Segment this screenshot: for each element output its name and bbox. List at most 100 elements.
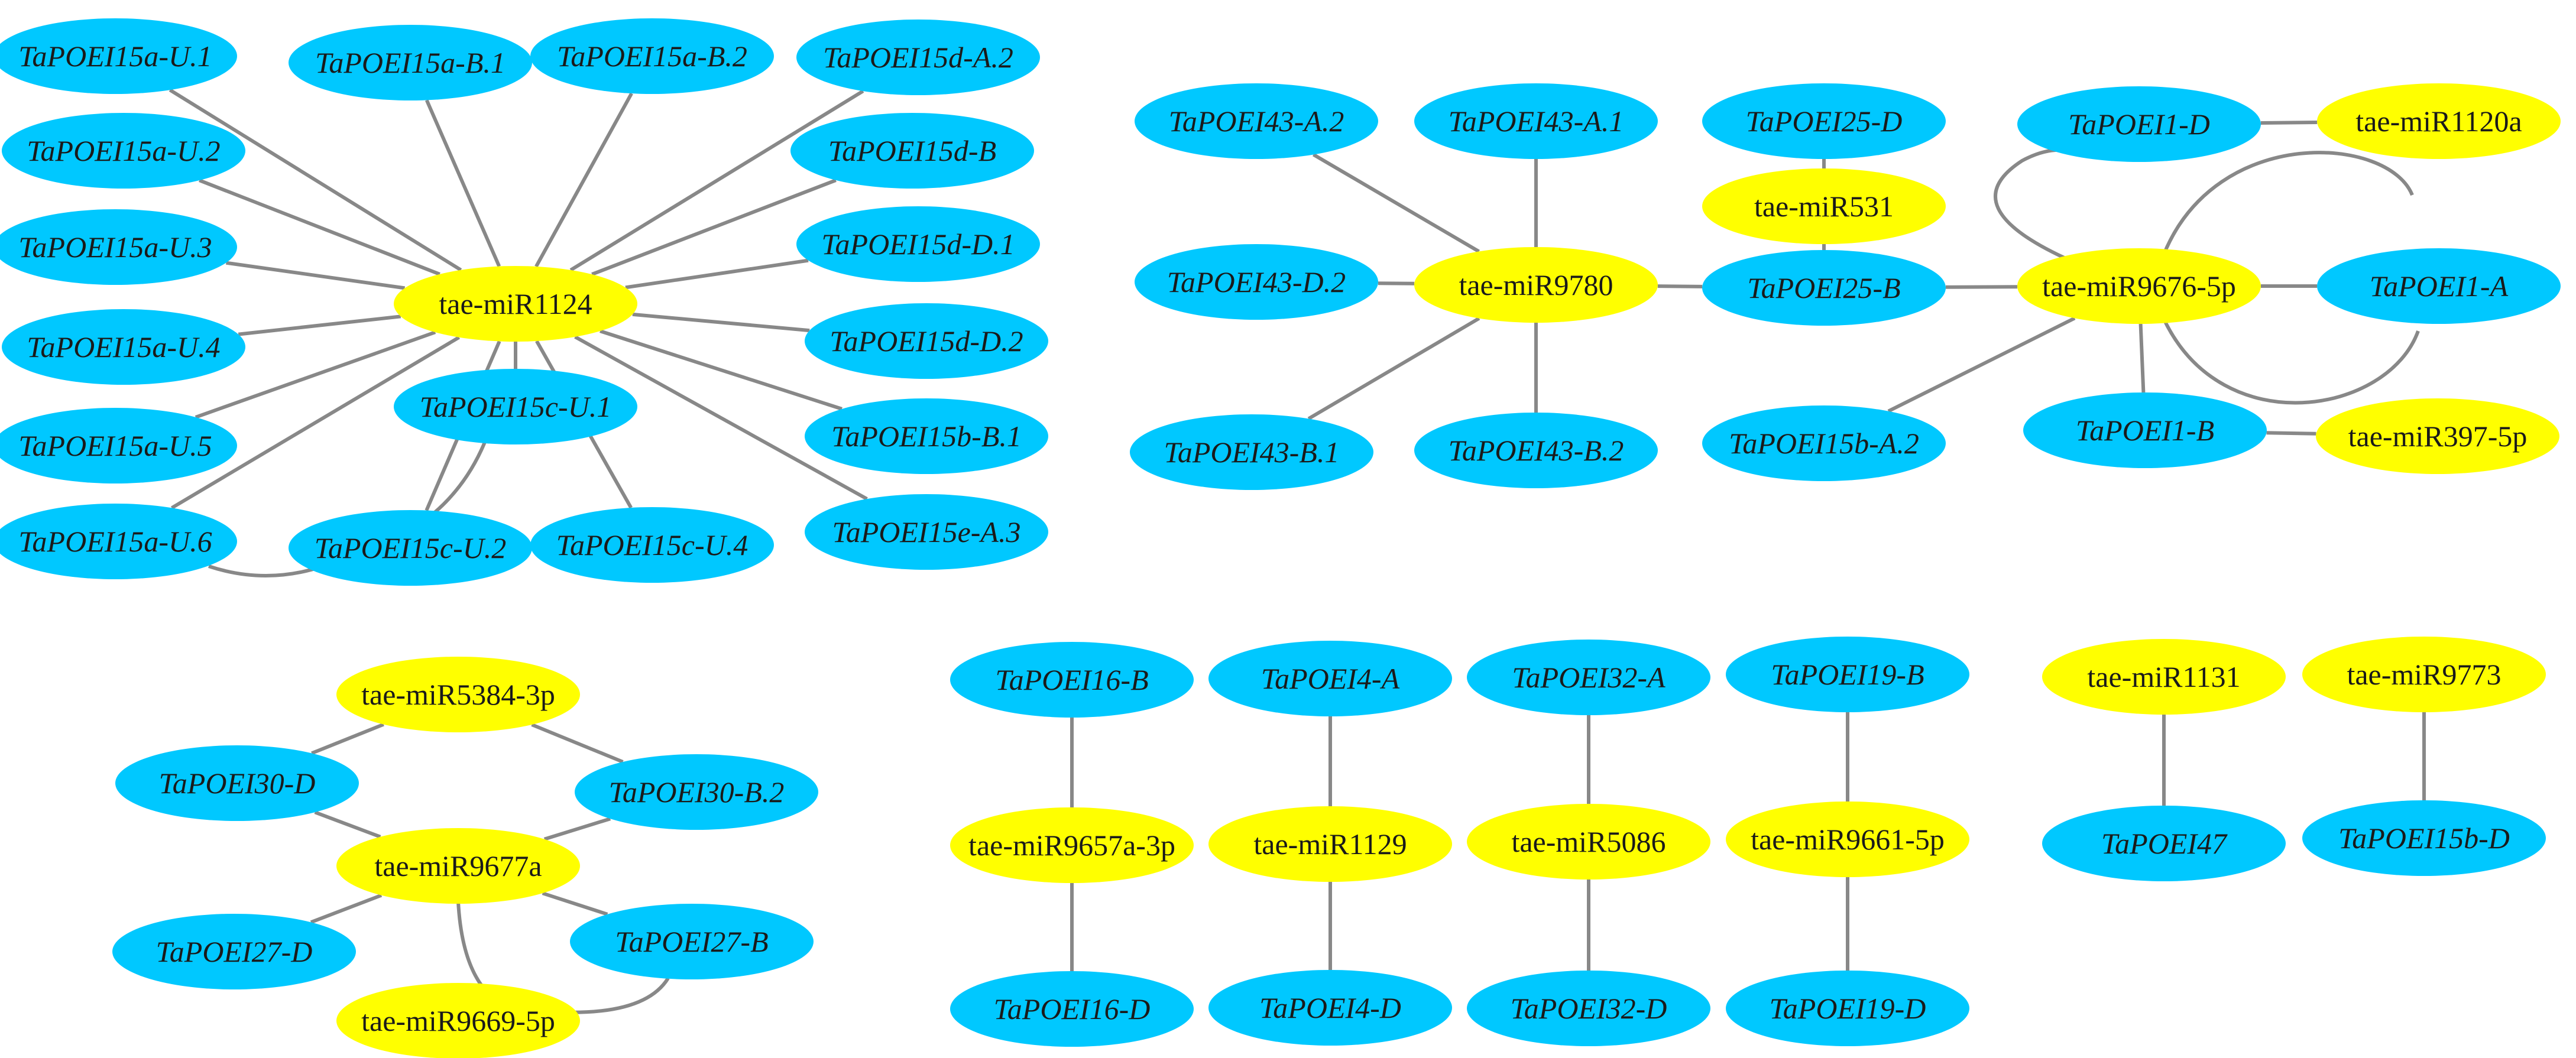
node-tapoei15d-a-2: TaPOEI15d-A.2 (796, 20, 1040, 95)
node-tapoei15d-d-2: TaPOEI15d-D.2 (805, 303, 1048, 379)
node-ellipse (1726, 801, 1969, 877)
node-ellipse (2, 113, 245, 189)
node-label: tae-miR1120a (2355, 105, 2522, 138)
node-tapoei15d-b: TaPOEI15d-B (790, 113, 1034, 189)
edge-n12-n16 (433, 441, 487, 515)
node-label: TaPOEI27-D (156, 935, 313, 968)
node-label: TaPOEI15a-U.2 (27, 134, 220, 167)
node-ellipse (1467, 971, 1710, 1046)
node-ellipse (112, 914, 356, 989)
node-ellipse (805, 494, 1048, 570)
node-ellipse (1702, 250, 1946, 326)
node-ellipse (796, 20, 1040, 95)
node-ellipse (1208, 970, 1452, 1046)
edge-n9-n10 (238, 314, 401, 336)
node-label: TaPOEI4-D (1259, 991, 1401, 1024)
node-label: TaPOEI15a-U.6 (18, 525, 212, 558)
node-ellipse (2023, 392, 2267, 468)
edge-n38-n36 (314, 810, 381, 839)
edge-n9-n18 (574, 335, 868, 501)
edge-n9-n14 (600, 329, 843, 411)
node-ellipse (1135, 83, 1378, 159)
node-ellipse (2317, 248, 2561, 324)
node-label: TaPOEI15c-U.4 (556, 528, 749, 562)
node-label: TaPOEI15a-B.1 (315, 46, 506, 79)
edge-n26-n25 (1378, 281, 1415, 285)
node-label: TaPOEI30-B.2 (609, 775, 785, 809)
node-tapoei32-d: TaPOEI32-D (1467, 971, 1710, 1046)
node-label: TaPOEI15d-A.2 (823, 41, 1013, 74)
node-ellipse (950, 807, 1194, 883)
edge-n9-n15 (170, 336, 461, 509)
edge-n38-n41 (456, 901, 484, 987)
edge-n26-n27 (1657, 284, 1703, 288)
node-tapoei16-d: TaPOEI16-D (950, 971, 1194, 1047)
node-tapoei15b-a-2: TaPOEI15b-A.2 (1702, 405, 1946, 481)
node-ellipse (0, 209, 237, 285)
node-tae-mir1129: tae-miR1129 (1208, 806, 1452, 882)
node-label: TaPOEI43-D.2 (1167, 265, 1346, 298)
node-tae-mir9780: tae-miR9780 (1414, 247, 1658, 323)
node-label: TaPOEI15e-A.3 (832, 515, 1021, 549)
node-tapoei15e-a-3: TaPOEI15e-A.3 (805, 494, 1048, 570)
edge-n28-n22 (1994, 148, 2076, 262)
node-ellipse (2017, 248, 2261, 324)
node-ellipse (1208, 806, 1452, 882)
edge-n9-n7 (225, 261, 406, 290)
node-label: TaPOEI15a-U.4 (27, 330, 220, 364)
edge-n9-n4 (569, 89, 864, 272)
node-tae-mir1131: tae-miR1131 (2042, 639, 2286, 715)
node-tae-mir9657a-3p: tae-miR9657a-3p (950, 807, 1194, 883)
edge-n26-n19 (1312, 152, 1480, 254)
node-ellipse (950, 971, 1194, 1047)
node-tapoei32-a: TaPOEI32-A (1467, 640, 1710, 715)
node-label: TaPOEI32-D (1511, 992, 1667, 1025)
edge-n9-n5 (199, 179, 440, 276)
node-ellipse (2, 309, 245, 385)
node-label: TaPOEI15c-U.2 (315, 531, 507, 564)
node-tapoei43-b-1: TaPOEI43-B.1 (1130, 414, 1373, 490)
node-label: TaPOEI43-A.2 (1169, 105, 1344, 138)
node-label: TaPOEI15b-D (2338, 822, 2510, 855)
node-ellipse (570, 904, 814, 979)
edge-n28-n32 (1887, 316, 2076, 413)
node-label: tae-miR5384-3p (361, 678, 555, 711)
node-label: TaPOEI15a-U.1 (18, 40, 212, 73)
node-label: TaPOEI15b-A.2 (1729, 427, 1919, 460)
edge-arc-n28-n29-2 (2162, 318, 2420, 405)
node-ellipse (1414, 413, 1658, 488)
node-ellipse (1702, 83, 1946, 159)
node-tapoei19-d: TaPOEI19-D (1726, 971, 1969, 1046)
node-ellipse (1414, 83, 1658, 159)
node-ellipse (2017, 86, 2261, 162)
node-ellipse (805, 303, 1048, 379)
node-tapoei15a-b-2: TaPOEI15a-B.2 (530, 18, 774, 94)
node-tapoei1-a: TaPOEI1-A (2317, 248, 2561, 324)
node-ellipse (1726, 637, 1969, 712)
node-label: TaPOEI47 (2101, 827, 2228, 860)
node-label: tae-miR9669-5p (361, 1004, 555, 1037)
node-label: TaPOEI25-B (1747, 271, 1900, 304)
node-tapoei43-b-2: TaPOEI43-B.2 (1414, 413, 1658, 488)
node-tapoei1-b: TaPOEI1-B (2023, 392, 2267, 468)
node-label: TaPOEI43-A.1 (1449, 105, 1624, 138)
node-ellipse (530, 18, 774, 94)
node-label: TaPOEI43-B.1 (1164, 436, 1340, 469)
node-label: TaPOEI19-D (1770, 992, 1926, 1025)
node-tapoei43-a-1: TaPOEI43-A.1 (1414, 83, 1658, 159)
node-tae-mir397-5p: tae-miR397-5p (2316, 398, 2559, 474)
edge-n38-n39 (310, 893, 383, 924)
node-ellipse (796, 206, 1040, 282)
edge-n9-n2 (425, 99, 501, 267)
edge-n35-n36 (311, 722, 384, 755)
node-ellipse (2317, 83, 2561, 159)
node-ellipse (530, 507, 774, 583)
node-label: TaPOEI4-A (1261, 662, 1400, 695)
node-tae-mir1120a: tae-miR1120a (2317, 83, 2561, 159)
node-tapoei15a-u-5: TaPOEI15a-U.5 (0, 408, 237, 483)
node-tapoei15b-b-1: TaPOEI15b-B.1 (805, 398, 1048, 474)
edge-n26-n30 (1307, 317, 1480, 420)
node-label: tae-miR5086 (1511, 825, 1666, 858)
node-tapoei15d-d-1: TaPOEI15d-D.1 (796, 206, 1040, 282)
